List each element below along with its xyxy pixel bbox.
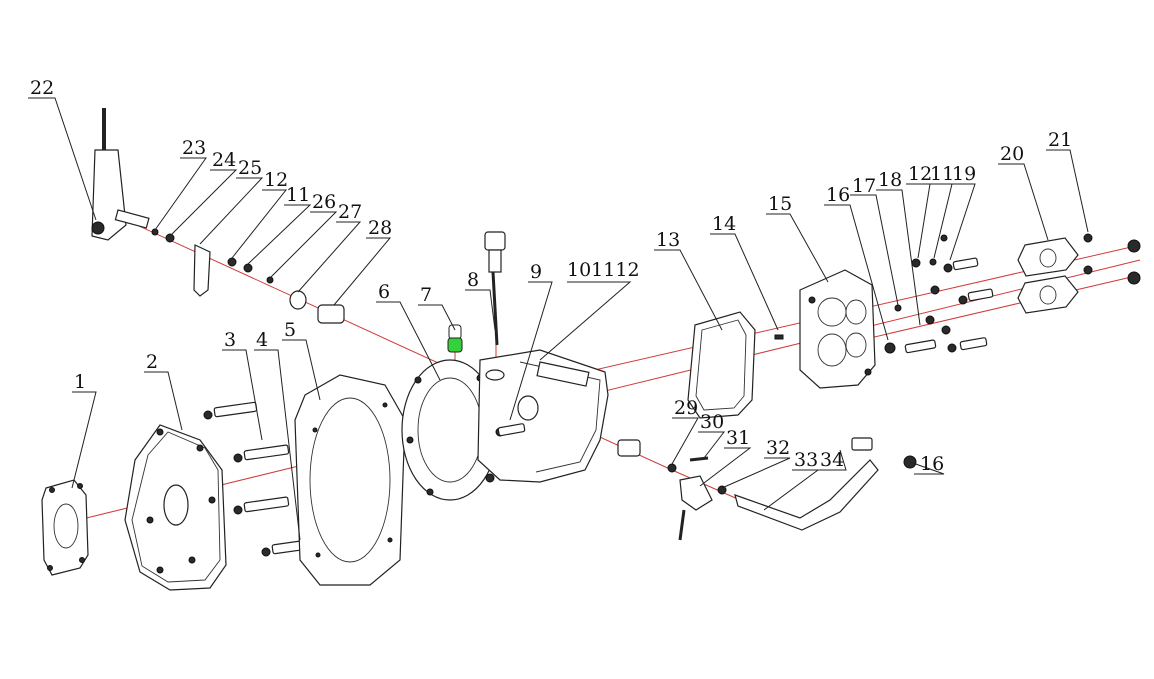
callout-3: 3 [224, 329, 236, 351]
leader-lines [28, 97, 1089, 541]
callout-labels: 22 1 2 3 4 5 6 7 8 9 101112 13 14 15 16 … [30, 77, 1072, 475]
callout-6: 6 [378, 281, 390, 303]
callout-17: 17 [852, 175, 876, 197]
callout-11-right: 11 [930, 163, 954, 185]
part-5-gasket [294, 374, 406, 586]
upper-shaft-parts [151, 228, 345, 324]
callout-25: 25 [238, 157, 262, 179]
part-1-gasket [41, 479, 89, 576]
callout-1: 1 [74, 371, 86, 393]
part-14-pin [774, 334, 784, 340]
callout-23: 23 [182, 137, 206, 159]
bolt [203, 401, 258, 420]
knob [851, 437, 873, 451]
part-33-34-lever [734, 459, 879, 531]
part-2-cover [124, 424, 227, 591]
callout-10-11-12: 101112 [567, 259, 640, 281]
gearbox-housing [477, 349, 609, 483]
part-31-fork [679, 475, 713, 511]
callout-15: 15 [768, 193, 792, 215]
part-23 [151, 228, 159, 236]
callout-13: 13 [656, 229, 680, 251]
axis-right [839, 274, 1141, 346]
part-22-lever [91, 108, 150, 241]
callout-11-left: 11 [286, 184, 310, 206]
callout-24: 24 [212, 149, 236, 171]
part-27-ring [289, 290, 307, 310]
rear-fasteners [884, 234, 994, 354]
callout-28: 28 [368, 217, 392, 239]
part-24 [165, 233, 175, 243]
part-29 [667, 463, 677, 473]
callout-27: 27 [338, 201, 362, 223]
callout-14: 14 [712, 213, 736, 235]
green-highlight-icon [447, 337, 463, 353]
callout-34: 34 [820, 449, 844, 471]
part-7-sensor [447, 324, 463, 353]
callout-16-lower: 16 [920, 453, 944, 475]
bushing [617, 439, 641, 457]
callout-31: 31 [726, 427, 750, 449]
part-21-bolts [1083, 233, 1141, 285]
part-11-washer [243, 263, 253, 273]
axis-upper-left-end [671, 469, 741, 501]
part-25-arm [193, 244, 211, 297]
callout-22: 22 [30, 77, 54, 99]
callout-9: 9 [530, 261, 542, 283]
callout-2: 2 [146, 351, 158, 373]
part-9-bolt [497, 423, 526, 437]
callout-19: 19 [952, 163, 976, 185]
callout-12-right: 12 [908, 163, 932, 185]
callout-4: 4 [256, 329, 268, 351]
callout-33: 33 [794, 449, 818, 471]
callout-21: 21 [1048, 129, 1072, 151]
callout-18: 18 [878, 169, 902, 191]
callout-12-left: 12 [264, 169, 288, 191]
part-26 [266, 276, 274, 284]
shift-linkage [617, 437, 917, 541]
callout-8: 8 [467, 269, 479, 291]
part-13-gasket [687, 311, 756, 419]
part-28-bushing [317, 304, 345, 324]
callout-7: 7 [420, 284, 432, 306]
callout-16: 16 [826, 184, 850, 206]
part-8-sender [484, 231, 506, 346]
callout-5: 5 [284, 319, 296, 341]
callout-20: 20 [1000, 143, 1024, 165]
part-30-pin [689, 456, 709, 462]
callout-30: 30 [700, 411, 724, 433]
part-20-plates [1017, 237, 1079, 314]
bolt [233, 444, 290, 463]
callout-29: 29 [674, 397, 698, 419]
part-12-washer [227, 257, 237, 267]
callout-26: 26 [312, 191, 336, 213]
callout-32: 32 [766, 437, 790, 459]
bolt [233, 496, 290, 515]
part-15-rear-cover [799, 269, 876, 389]
